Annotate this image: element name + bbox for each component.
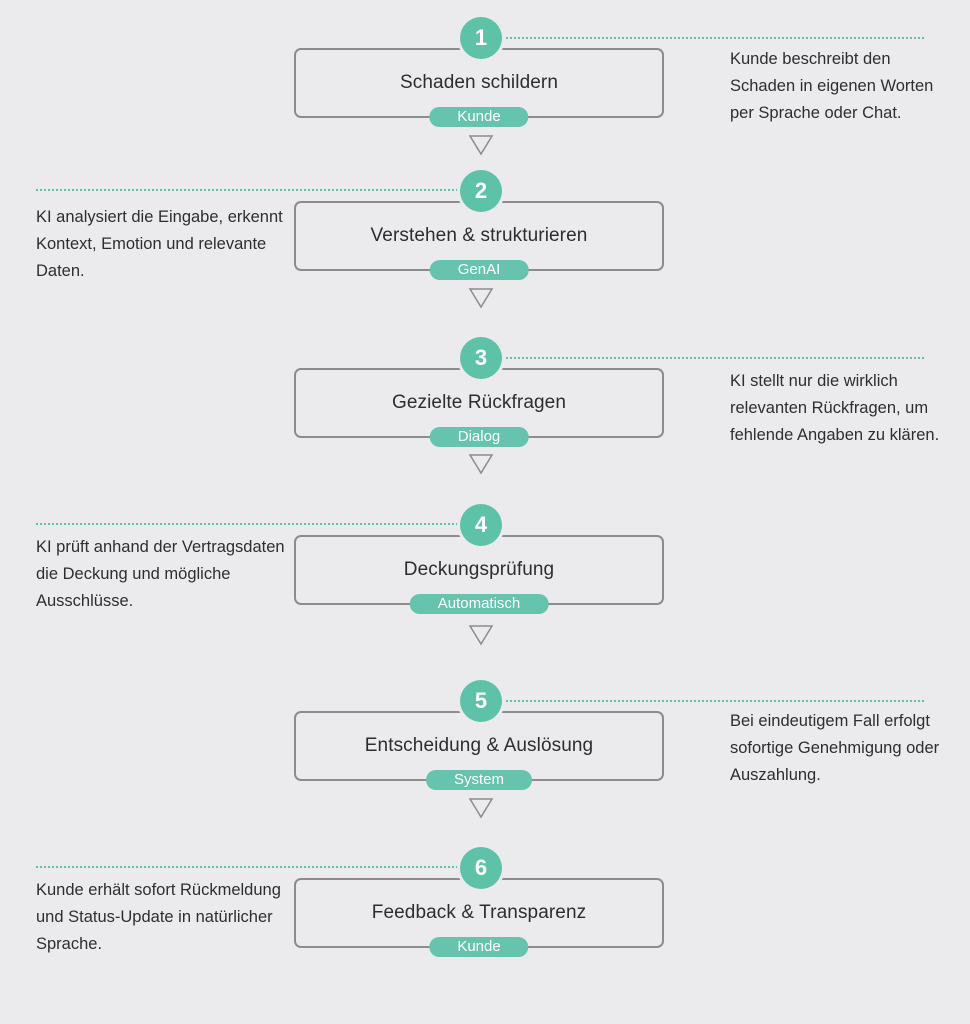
step-box-1: Schaden schildern Kunde [294, 48, 664, 127]
connector-line-4 [36, 523, 462, 525]
down-arrow-icon-1 [468, 135, 494, 156]
step-title-6: Feedback & Transparenz [371, 902, 587, 923]
step-tag-6: Kunde [429, 937, 529, 957]
step-tag-1: Kunde [429, 107, 529, 127]
down-arrow-icon-2 [468, 288, 494, 309]
step-description-4: KI prüft anhand der Vertragsdaten die De… [36, 538, 285, 610]
connector-line-5 [502, 700, 924, 702]
step-description-6: Kunde erhält sofort Rückmeldung und Stat… [36, 881, 281, 953]
step-number-4: 4 [460, 504, 502, 546]
step-title-5: Entscheidung & Auslösung [364, 735, 594, 756]
connector-line-1 [502, 37, 924, 39]
step-number-6: 6 [460, 847, 502, 889]
step-tag-3: Dialog [429, 427, 529, 447]
step-box-4: Deckungsprüfung Automatisch [294, 535, 664, 614]
step-number-1: 1 [460, 17, 502, 59]
connector-line-3 [502, 357, 924, 359]
step-tag-4: Automatisch [409, 594, 549, 614]
step-tag-2: GenAI [429, 260, 529, 280]
step-tag-5: System [425, 770, 533, 790]
connector-line-2 [36, 189, 462, 191]
step-description-3: KI stellt nur die wirklich relevanten Rü… [730, 372, 940, 444]
step-box-5: Entscheidung & Auslösung System [294, 711, 664, 790]
step-description-1: Kunde beschreibt den Schaden in eigenen … [730, 50, 934, 122]
step-number-5: 5 [460, 680, 502, 722]
down-arrow-icon-3 [468, 454, 494, 475]
step-title-2: Verstehen & strukturieren [370, 225, 588, 246]
step-title-4: Deckungsprüfung [403, 559, 555, 580]
step-title-1: Schaden schildern [399, 72, 559, 93]
step-number-2: 2 [460, 170, 502, 212]
step-description-5: Bei eindeutigem Fall erfolgt sofortige G… [730, 712, 940, 784]
step-number-3: 3 [460, 337, 502, 379]
down-arrow-icon-4 [468, 625, 494, 646]
connector-line-6 [36, 866, 462, 868]
step-title-3: Gezielte Rückfragen [391, 392, 567, 413]
down-arrow-icon-5 [468, 798, 494, 819]
step-box-6: Feedback & Transparenz Kunde [294, 878, 664, 957]
step-description-2: KI analysiert die Eingabe, erkennt Konte… [36, 208, 283, 280]
